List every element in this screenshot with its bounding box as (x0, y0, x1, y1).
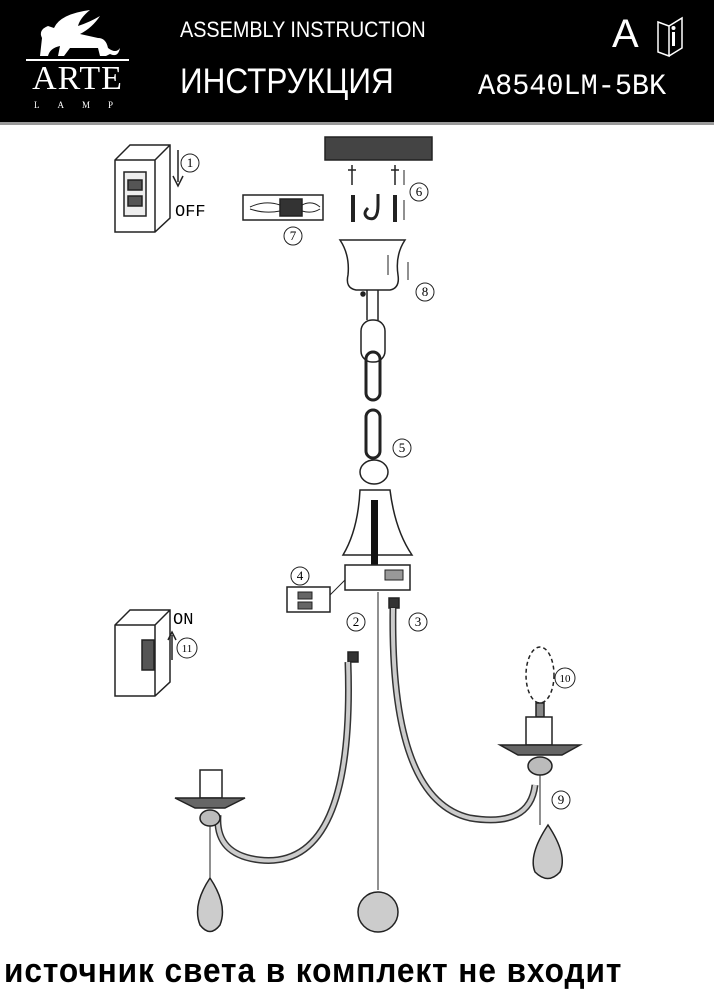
right-arm (388, 597, 583, 880)
ceiling-canopy (338, 239, 407, 291)
brand-name: ARTE (32, 60, 123, 97)
center-pendant (357, 592, 399, 933)
step-3-marker (408, 612, 428, 632)
step-9-marker (551, 790, 571, 810)
info-book-icon (657, 16, 683, 58)
header-bar: ARTE LAMP ASSEMBLY INSTRUCTION ИНСТРУКЦИ… (0, 0, 714, 125)
brand-subname: LAMP (33, 100, 131, 110)
step-4-marker (290, 566, 310, 586)
step-7: 7 (290, 228, 297, 243)
switch-on-label: ON (173, 611, 193, 630)
ceiling-plate (324, 136, 433, 161)
winged-lion-icon (26, 10, 129, 61)
light-bulb (525, 646, 555, 704)
step-1: 1 (187, 155, 194, 170)
light-source-note: источник света в комплект не входит (4, 952, 623, 990)
switch-off-label: OFF (175, 203, 206, 222)
step-6: 6 (416, 184, 423, 199)
step-3: 3 (415, 614, 422, 629)
step-8-marker (415, 282, 435, 302)
step-11: 11 (182, 643, 193, 655)
step-6-marker (409, 182, 429, 202)
step-9: 9 (558, 792, 565, 807)
step-8: 8 (422, 284, 429, 299)
screws-and-hook (348, 165, 405, 222)
wall-switch-on (114, 609, 177, 697)
step-10: 10 (560, 673, 572, 685)
assembly-diagram: OFF (114, 136, 583, 933)
step-2-marker (346, 612, 366, 632)
step-4: 4 (297, 568, 304, 583)
chain (359, 319, 389, 485)
step-7-marker (283, 226, 303, 246)
terminal-block (242, 194, 324, 221)
wall-switch-off (114, 144, 184, 233)
left-arm (174, 651, 359, 933)
brand-logo: ARTE LAMP (20, 8, 135, 113)
title-russian: ИНСТРУКЦИЯ (180, 62, 394, 101)
step-5: 5 (399, 440, 406, 455)
step-11-marker (176, 637, 198, 659)
title-english: ASSEMBLY INSTRUCTION (180, 17, 426, 42)
language-letter: A (612, 12, 639, 56)
step-10-marker (554, 667, 576, 689)
step-2: 2 (353, 614, 360, 629)
step-1-marker (180, 153, 200, 173)
model-number: A8540LM-5BK (478, 70, 667, 104)
step-5-marker (392, 438, 412, 458)
